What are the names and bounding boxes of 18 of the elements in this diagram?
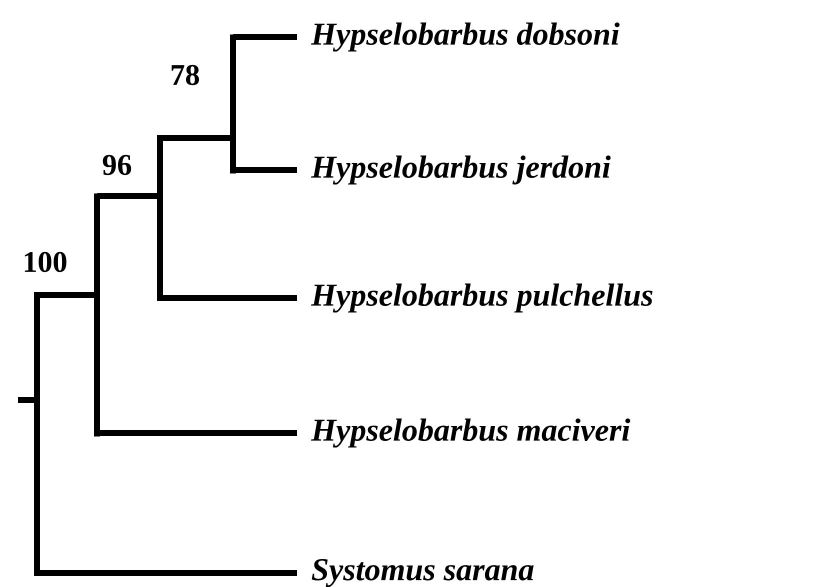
branch-line [160,135,233,141]
branch-line [37,292,97,298]
taxon-label: Hypselobarbus jerdoni [310,155,611,185]
branch-bar [230,34,236,174]
support-value: 78 [172,64,199,86]
branch-line [160,295,297,301]
support-value: 100 [24,252,66,272]
taxon-label: Hypselobarbus dobsoni [310,22,620,52]
branch-line [233,167,297,173]
branch-line [18,397,37,403]
taxon-label: Hypselobarbus pulchellus [310,283,652,313]
support-value: 96 [102,154,132,176]
branch-line [97,193,160,199]
branch-line [233,34,297,40]
taxon-label: Hypselobarbus maciveri [310,418,630,448]
taxon-label: Systomus sarana [312,558,534,587]
branch-line [37,570,297,576]
branch-line [97,430,297,436]
